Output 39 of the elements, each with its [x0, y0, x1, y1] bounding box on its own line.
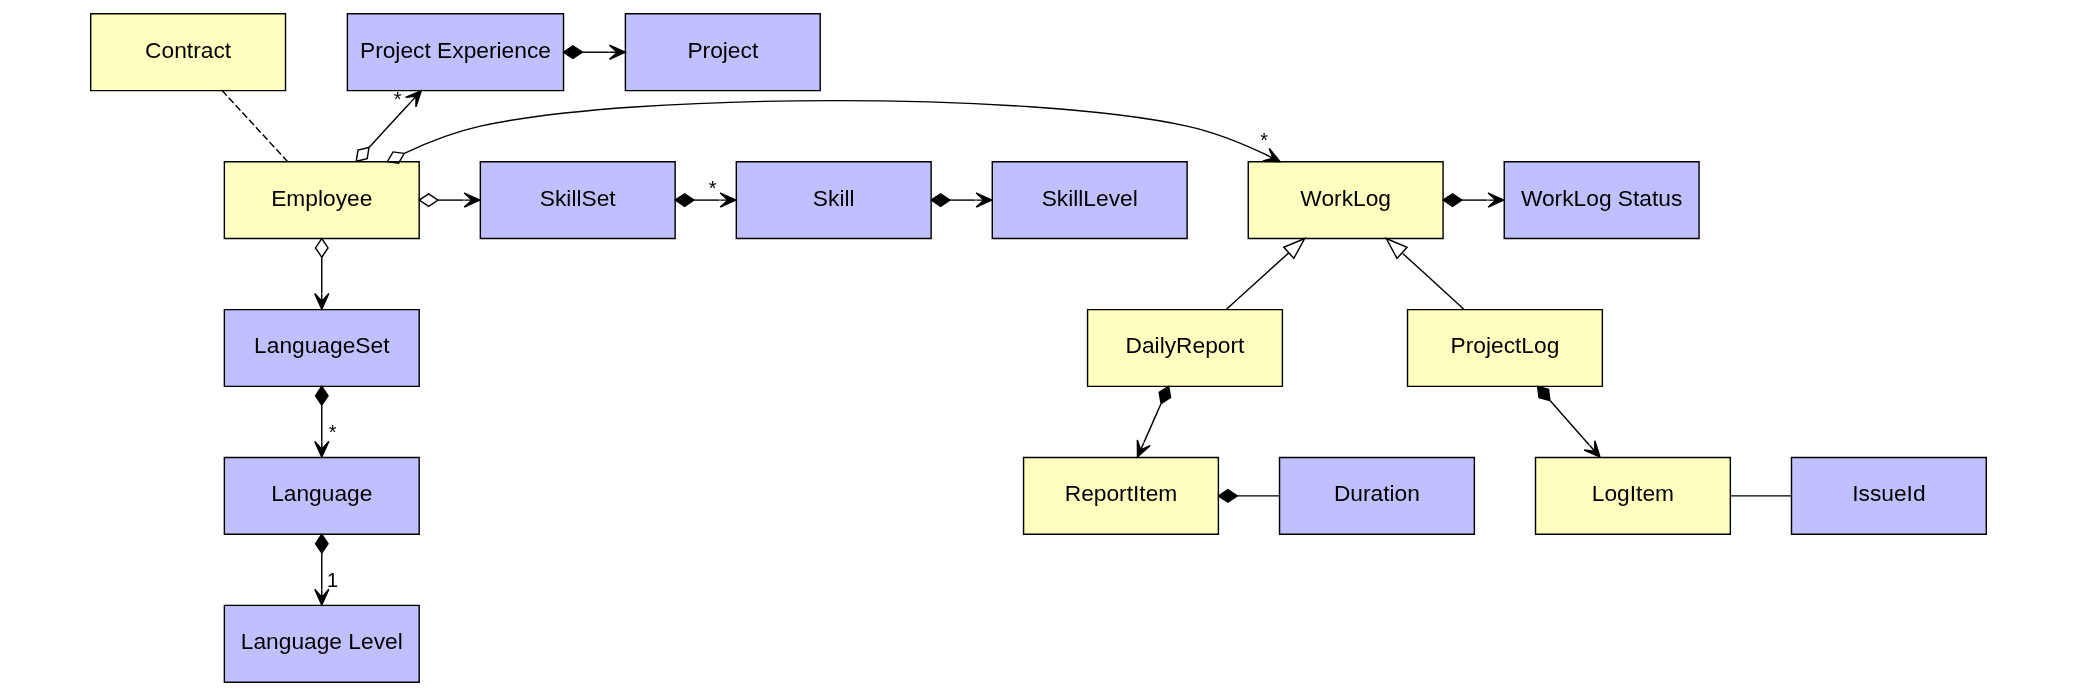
arrow: [313, 237, 329, 310]
node-box: SkillSet: [479, 161, 676, 240]
arrow: [1441, 192, 1505, 208]
connector: [220, 89, 288, 162]
node-box: Skill: [735, 161, 932, 240]
node-box: Project Experience: [346, 13, 564, 92]
node-box: Employee: [223, 161, 420, 240]
node-box: DailyReport: [1086, 308, 1283, 388]
edge-label: *: [328, 421, 336, 444]
arrow: [1536, 385, 1601, 458]
arrow: [1384, 237, 1465, 310]
connector: [1216, 488, 1280, 503]
arrow: [313, 385, 329, 458]
node-box: Project: [624, 13, 821, 92]
arrow: [417, 192, 481, 208]
arrow: [929, 192, 993, 208]
arrow: [1136, 385, 1171, 458]
node-box: Language Level: [223, 604, 420, 683]
node-box: LanguageSet: [223, 308, 420, 388]
node-box: LogItem: [1534, 456, 1731, 535]
node-box: WorkLog: [1247, 161, 1444, 240]
node-box: Contract: [89, 13, 286, 92]
arrow: [673, 192, 737, 208]
node-box: Duration: [1278, 456, 1475, 535]
arrow: [385, 99, 1281, 164]
node-box: ReportItem: [1022, 456, 1219, 535]
connector: [1729, 495, 1792, 497]
arrow: [1225, 237, 1306, 310]
arrow: [354, 89, 422, 163]
node-box: SkillLevel: [991, 161, 1188, 240]
node-box: IssueId: [1790, 456, 1987, 535]
node-box: ProjectLog: [1406, 308, 1603, 388]
arrow: [313, 533, 329, 606]
node-box: WorkLog Status: [1503, 161, 1700, 240]
edge-label: *: [708, 176, 717, 199]
arrow: [561, 44, 626, 60]
edge-label: 1: [326, 569, 338, 592]
node-box: Language: [223, 456, 420, 535]
edge-label: *: [1259, 128, 1268, 151]
